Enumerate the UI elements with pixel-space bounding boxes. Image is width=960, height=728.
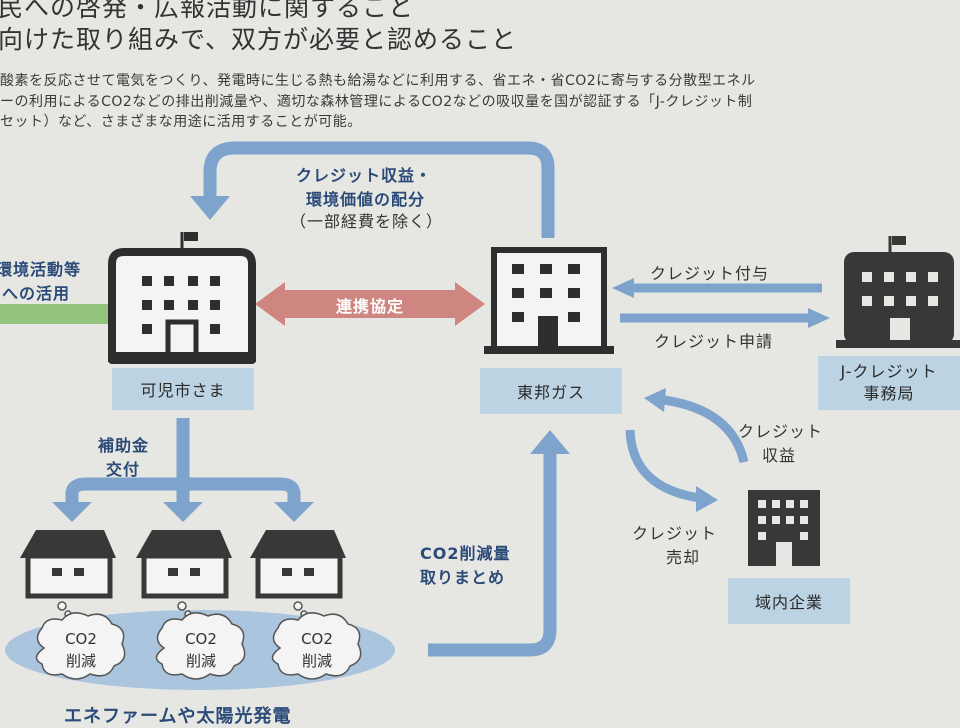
top-flow-text-3: （一部経費を除く）	[290, 212, 444, 231]
top-flow-text-1: クレジット収益・	[296, 166, 433, 185]
intro-line-1: 酸素を反応させて電気をつくり、発電時に生じる熱も給湯などに利用する、省エネ・省C…	[0, 73, 756, 89]
company-label: 域内企業	[728, 578, 850, 624]
credit-grant-text: クレジット付与	[650, 264, 770, 283]
cloud-1-line-1: CO2	[65, 630, 97, 648]
credit-sale-text-2: 売却	[666, 548, 701, 567]
co2-summary-text-2: 取りまとめ	[420, 568, 506, 587]
jcredit-label-line-1: J-クレジット	[840, 362, 938, 381]
house-icon-1	[20, 530, 116, 599]
top-flow-text-2: 環境価値の配分	[306, 190, 426, 209]
credit-revenue-arrow	[663, 395, 749, 464]
left-activity-line-1: 環境活動等	[0, 260, 82, 279]
credit-revenue-text-2: 収益	[762, 446, 797, 465]
cloud-1-line-2: 削減	[65, 652, 96, 670]
cloud-1-text: CO2 削減	[46, 628, 116, 672]
kani-building-icon	[108, 232, 256, 364]
credit-sale-text-1: クレジット	[632, 524, 718, 543]
intro-line-2: ーの利用によるCO2などの排出削減量や、適切な森林管理によるCO2などの吸収量を…	[0, 94, 753, 110]
jcredit-building-icon	[836, 236, 960, 348]
header-line-1: 民への啓発・広報活動に関すること	[0, 0, 415, 22]
credit-apply-text: クレジット申請	[654, 332, 774, 351]
left-activity-line-2: への活用	[2, 284, 71, 303]
jcredit-label-line-2: 事務局	[863, 384, 915, 403]
agreement-arrow	[255, 282, 485, 326]
jcredit-label: J-クレジット 事務局	[818, 356, 960, 410]
credit-revenue-text-1: クレジット	[738, 422, 824, 441]
grant-arrow-branch	[65, 477, 301, 505]
house-icon-2	[136, 530, 232, 599]
cloud-3-line-2: 削減	[301, 652, 332, 670]
header-line-2: 向けた取り組みで、双方が必要と認めること	[0, 25, 518, 54]
cloud-2-line-2: 削減	[185, 652, 216, 670]
intro-line-3: セット）など、さまざまな用途に活用することが可能。	[0, 114, 362, 130]
cloud-1	[35, 601, 126, 680]
kani-label: 可児市さま	[112, 368, 254, 410]
company-building-icon	[748, 490, 820, 566]
top-flow-arrowhead	[190, 196, 230, 220]
cloud-2-text: CO2 削減	[166, 628, 236, 672]
cloud-2	[155, 601, 246, 680]
cloud-3	[271, 601, 362, 680]
house-icon-3	[250, 530, 346, 599]
top-flow-arrow	[203, 141, 555, 238]
credit-sale-arrow	[625, 429, 701, 503]
cloud-3-text: CO2 削減	[282, 628, 352, 672]
grant-text-2: 交付	[106, 460, 141, 479]
co2-summary-text-1: CO2削減量	[420, 544, 511, 563]
co2-summary-arrow	[428, 452, 557, 657]
toho-building-icon	[484, 247, 614, 354]
grant-text-1: 補助金	[98, 436, 150, 455]
cloud-2-line-1: CO2	[185, 630, 217, 648]
agreement-label: 連携協定	[335, 297, 404, 316]
bottom-caption: エネファームや太陽光発電	[64, 706, 292, 727]
cloud-3-line-1: CO2	[301, 630, 333, 648]
green-bar	[0, 304, 108, 324]
toho-label: 東邦ガス	[480, 368, 622, 414]
